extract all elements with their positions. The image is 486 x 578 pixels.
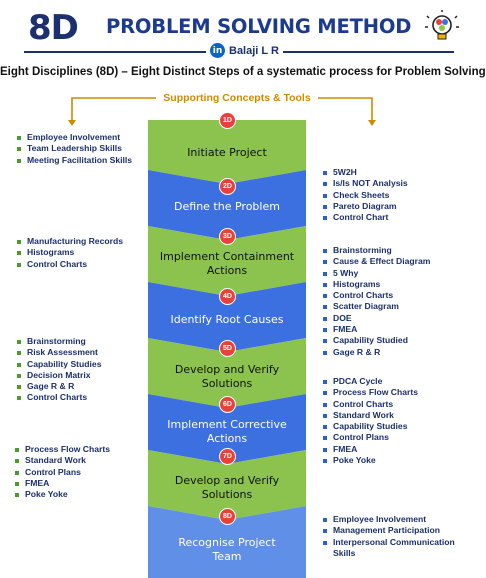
tool-item: Poke Yoke xyxy=(14,489,110,500)
tool-item: Histograms xyxy=(322,279,430,290)
tools-list-2d: 5W2H Is/Is NOT Analysis Check Sheets Par… xyxy=(322,167,408,223)
tool-item: Control Chart xyxy=(322,212,408,223)
step-badge: 1D xyxy=(219,112,236,129)
supporting-label: Supporting Concepts & Tools xyxy=(163,92,311,104)
tool-item: Process Flow Charts xyxy=(14,444,110,455)
tool-item: Poke Yoke xyxy=(322,455,418,466)
step-label-2d: Define the Problem xyxy=(174,200,280,213)
step-1d-shape xyxy=(148,120,306,184)
tool-item: Cause & Effect Diagram xyxy=(322,256,430,267)
tool-item: Risk Assessment xyxy=(16,347,102,358)
subtitle: Eight Disciplines (8D) – Eight Distinct … xyxy=(0,66,486,78)
tools-list-5d: Brainstorming Risk Assessment Capability… xyxy=(16,336,102,404)
step-5d-shape xyxy=(148,338,306,408)
step-badge: 4D xyxy=(219,288,236,305)
tools-list-6d: PDCA Cycle Process Flow Charts Control C… xyxy=(322,376,418,466)
tools-list-1d: Employee Involvement Team Leadership Ski… xyxy=(16,132,132,166)
arrow-right-head xyxy=(368,120,376,126)
step-badge: 6D xyxy=(219,396,236,413)
tool-item: Control Charts xyxy=(16,259,123,270)
tool-item: Control Plans xyxy=(14,467,110,478)
tool-item: 5 Why xyxy=(322,268,430,279)
step-4d-shape xyxy=(148,282,306,352)
divider-left xyxy=(24,51,206,53)
tools-list-4d: Brainstorming Cause & Effect Diagram 5 W… xyxy=(322,245,430,358)
tool-item: Control Plans xyxy=(322,432,418,443)
step-label-1d: Initiate Project xyxy=(187,146,267,159)
step-2d-shape xyxy=(148,170,306,240)
tool-item: FMEA xyxy=(322,324,430,335)
tool-item: Control Charts xyxy=(322,399,418,410)
tool-item: Brainstorming xyxy=(322,245,430,256)
tool-item: Histograms xyxy=(16,247,123,258)
author-row: in Balaji L R xyxy=(24,43,454,60)
tools-list-8d: Employee Involvement Management Particip… xyxy=(322,514,455,559)
tool-item: Standard Work xyxy=(322,410,418,421)
step-badge: 8D xyxy=(219,508,236,525)
tool-item: Employee Involvement xyxy=(16,132,132,143)
tool-item: Check Sheets xyxy=(322,190,408,201)
step-3d-shape xyxy=(148,226,306,296)
step-8d-shape xyxy=(148,506,306,578)
tool-item: Control Charts xyxy=(322,290,430,301)
tool-item: Meeting Facilitation Skills xyxy=(16,155,132,166)
tool-item: Management Participation xyxy=(322,525,455,536)
tool-item: DOE xyxy=(322,313,430,324)
step-badge: 7D xyxy=(219,448,236,465)
tool-item: Capability Studies xyxy=(322,421,418,432)
flow-diagram xyxy=(68,97,376,578)
tool-item: PDCA Cycle xyxy=(322,376,418,387)
step-7d-shape xyxy=(148,450,306,520)
divider-right xyxy=(278,51,454,53)
page-title: PROBLEM SOLVING METHOD xyxy=(106,15,412,38)
step-label-4d: Identify Root Causes xyxy=(170,313,284,326)
tool-item: FMEA xyxy=(322,444,418,455)
arrow-left-head xyxy=(68,120,76,126)
step-badge: 2D xyxy=(219,178,236,195)
tool-item: Brainstorming xyxy=(16,336,102,347)
author-badge[interactable]: in Balaji L R xyxy=(206,43,283,58)
tools-list-7d: Process Flow Charts Standard Work Contro… xyxy=(14,444,110,500)
tool-item: Process Flow Charts xyxy=(322,387,418,398)
tool-item: Is/Is NOT Analysis xyxy=(322,178,408,189)
tool-item: Decision Matrix xyxy=(16,370,102,381)
header: 8D PROBLEM SOLVING METHOD xyxy=(0,8,474,48)
lightbulb-icon xyxy=(425,10,459,40)
tools-list-3d: Manufacturing Records Histograms Control… xyxy=(16,236,123,270)
tool-item: FMEA xyxy=(14,478,110,489)
bracket-left xyxy=(71,97,156,124)
step-badge: 5D xyxy=(219,340,236,357)
tool-item: Interpersonal Communication xyxy=(322,537,455,548)
tool-item: Gage R & R xyxy=(16,381,102,392)
author-name: Balaji L R xyxy=(229,44,279,57)
tool-item: Capability Studied xyxy=(322,335,430,346)
tool-item: Capability Studies xyxy=(16,359,102,370)
tool-item: Employee Involvement xyxy=(322,514,455,525)
tool-item: Standard Work xyxy=(14,455,110,466)
tool-item: Control Charts xyxy=(16,392,102,403)
tool-item: 5W2H xyxy=(322,167,408,178)
tool-item: Pareto Diagram xyxy=(322,201,408,212)
tool-item: Scatter Diagram xyxy=(322,301,430,312)
linkedin-icon: in xyxy=(210,43,225,58)
bracket-right xyxy=(318,97,373,124)
step-badge: 3D xyxy=(219,228,236,245)
tool-item: Team Leadership Skills xyxy=(16,143,132,154)
tool-item: Gage R & R xyxy=(322,347,430,358)
tool-item: Skills xyxy=(333,547,356,558)
logo-8d: 8D xyxy=(28,8,79,48)
step-6d-shape xyxy=(148,394,306,464)
tool-item: Manufacturing Records xyxy=(16,236,123,247)
